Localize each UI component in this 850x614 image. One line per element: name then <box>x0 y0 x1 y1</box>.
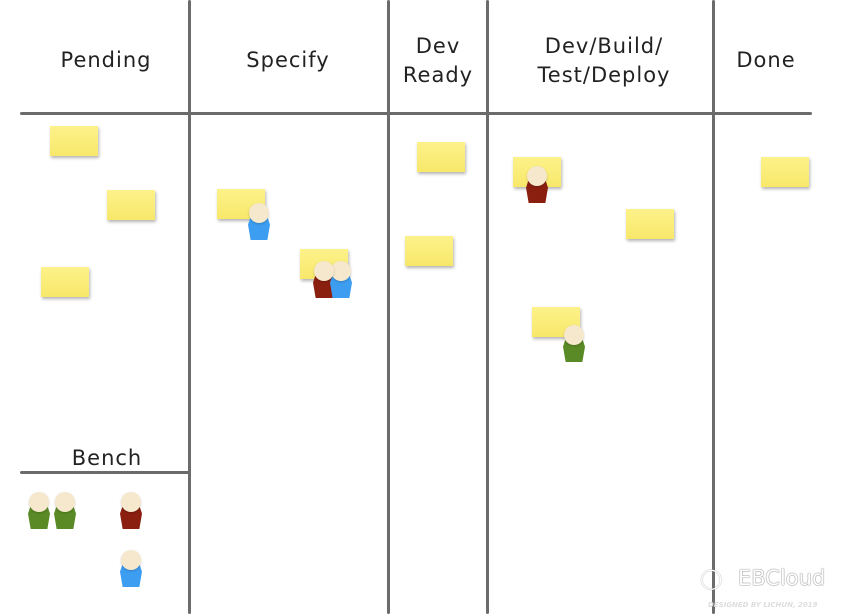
column-divider <box>712 0 715 614</box>
header-text: Pending <box>60 48 152 72</box>
watermark-brand: EBCloud <box>738 566 826 590</box>
task-card[interactable] <box>41 267 89 297</box>
developer-icon[interactable] <box>54 492 76 532</box>
header-text: Test/Deploy <box>537 63 671 87</box>
watermark-credit: DESIGNED BY LICHUN, 2019 <box>708 601 818 609</box>
developer-icon[interactable] <box>120 550 142 590</box>
header-text: Dev <box>415 34 461 58</box>
header-text: Ready <box>402 63 474 87</box>
task-card[interactable] <box>761 157 809 187</box>
developer-icon[interactable] <box>248 203 270 243</box>
wechat-icon: ◯ <box>700 566 723 590</box>
developer-icon[interactable] <box>313 261 335 301</box>
column-header-pending: Pending <box>61 46 152 75</box>
developer-icon[interactable] <box>563 325 585 365</box>
bench-header: Bench <box>72 444 143 473</box>
header-text: Bench <box>71 446 143 470</box>
column-header-dev-build-test-deploy: Dev/Build/Test/Deploy <box>538 32 671 90</box>
developer-icon[interactable] <box>526 166 548 206</box>
developer-icon[interactable] <box>120 492 142 532</box>
task-card[interactable] <box>50 126 98 156</box>
header-divider <box>20 112 812 115</box>
developer-icon[interactable] <box>330 261 352 301</box>
task-card[interactable] <box>107 190 155 220</box>
header-text: Dev/Build/ <box>544 34 664 58</box>
bench-divider <box>20 471 190 474</box>
task-card[interactable] <box>417 142 465 172</box>
developer-icon[interactable] <box>28 492 50 532</box>
column-divider <box>486 0 489 614</box>
task-card[interactable] <box>626 209 674 239</box>
header-text: Done <box>736 48 796 72</box>
column-divider <box>387 0 390 614</box>
header-text: Specify <box>246 48 330 72</box>
column-divider <box>188 0 191 614</box>
task-card[interactable] <box>405 236 453 266</box>
column-header-specify: Specify <box>246 46 329 75</box>
column-header-done: Done <box>736 46 795 75</box>
